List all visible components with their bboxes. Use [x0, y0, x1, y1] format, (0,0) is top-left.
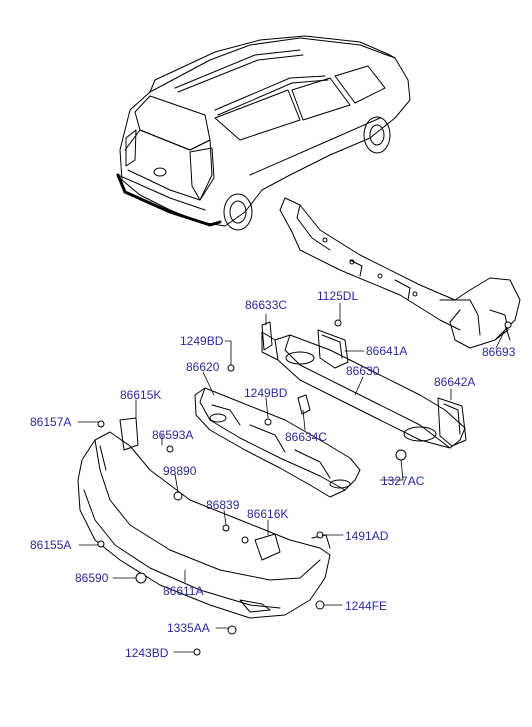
- callout-1335AA[interactable]: 1335AA: [167, 621, 210, 635]
- callout-86642A[interactable]: 86642A: [434, 375, 476, 389]
- vehicle-illustration: [116, 35, 411, 231]
- callout-1249BD-top[interactable]: 1249BD: [180, 334, 224, 348]
- callout-86615K[interactable]: 86615K: [120, 388, 162, 402]
- callout-86593A[interactable]: 86593A: [152, 428, 194, 442]
- callout-86620[interactable]: 86620: [186, 360, 220, 374]
- callout-86155A[interactable]: 86155A: [30, 538, 72, 552]
- leader-lines: [77, 302, 507, 653]
- callout-86590[interactable]: 86590: [75, 571, 109, 585]
- callout-86616K[interactable]: 86616K: [247, 507, 289, 521]
- callout-1125DL[interactable]: 1125DL: [317, 289, 359, 303]
- callout-86693[interactable]: 86693: [482, 345, 516, 359]
- callout-86633C[interactable]: 86633C: [245, 298, 288, 312]
- callout-86611A[interactable]: 86611A: [163, 584, 204, 598]
- callout-86157A[interactable]: 86157A: [30, 415, 72, 429]
- callout-1244FE[interactable]: 1244FE: [345, 599, 388, 613]
- bumper-beam-illustration: [261, 321, 467, 449]
- callout-86839[interactable]: 86839: [206, 498, 240, 512]
- callout-1491AD[interactable]: 1491AD: [345, 529, 389, 543]
- callout-86630[interactable]: 86630: [346, 364, 380, 378]
- fasteners: [97, 319, 512, 656]
- rear-panel-illustration: [279, 197, 521, 349]
- callout-86634C[interactable]: 86634C: [285, 430, 328, 444]
- energy-absorber-illustration: [194, 387, 361, 498]
- callout-1243BD[interactable]: 1243BD: [125, 646, 169, 660]
- callout-98890[interactable]: 98890: [163, 464, 197, 478]
- bumper-cover-illustration: [77, 417, 331, 619]
- callout-1327AC[interactable]: 1327AC: [381, 474, 425, 488]
- callout-86641A[interactable]: 86641A: [366, 344, 408, 358]
- callout-1249BD-mid[interactable]: 1249BD: [244, 386, 288, 400]
